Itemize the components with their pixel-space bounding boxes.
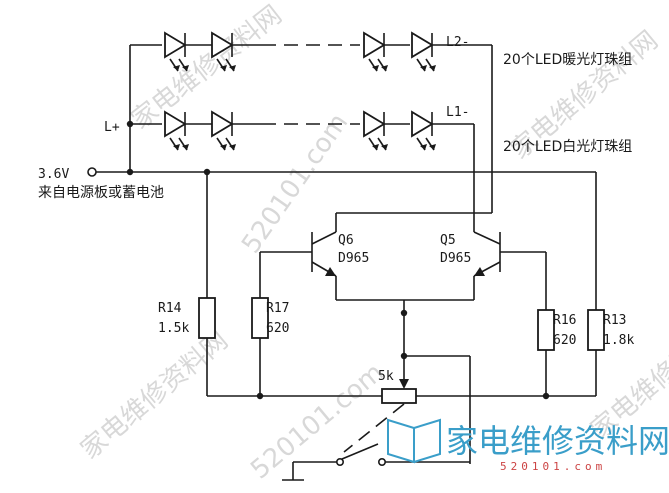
led-warm-20	[411, 32, 437, 72]
potentiometer-5k	[381, 356, 471, 464]
label-lplus: L+	[104, 120, 120, 135]
label-r17-val: 620	[266, 321, 289, 336]
resistor-r13	[587, 309, 605, 351]
lplus-node	[126, 120, 134, 128]
watermark-text-1: 家电维修资料网	[126, 0, 288, 136]
label-l1: L1-	[446, 105, 469, 120]
led-white-1	[164, 111, 190, 151]
brand-logo: 家电维修资料网 520101.com	[387, 418, 669, 473]
label-q5-part: D965	[440, 251, 471, 266]
watermark-layer: 家电维修资料网 520101.com 家电维修资料网 家电维修资料网 52010…	[75, 0, 669, 485]
label-warm-group: 20个LED暖光灯珠组	[503, 52, 632, 68]
led-white-19	[363, 111, 389, 151]
label-r14-val: 1.5k	[158, 321, 189, 336]
label-q6-part: D965	[338, 251, 369, 266]
label-voltage: 3.6V	[38, 167, 69, 182]
resistor-r16	[537, 309, 555, 351]
transistor-q6	[260, 231, 337, 300]
transistor-q5	[473, 231, 546, 300]
watermark-url-2: 520101.com	[245, 358, 389, 486]
label-r14: R14	[158, 301, 182, 316]
led-warm-19	[363, 32, 389, 72]
label-r17: R17	[266, 301, 289, 316]
label-source: 来自电源板或蓄电池	[38, 185, 164, 201]
label-r13-val: 1.8k	[603, 333, 634, 348]
led-white-20	[411, 111, 437, 151]
watermark-url-1: 520101.com	[236, 108, 354, 259]
label-l2: L2-	[446, 35, 469, 50]
ground-symbol	[282, 462, 304, 481]
label-r16-val: 620	[553, 333, 576, 348]
led-white-2	[211, 111, 237, 151]
label-q6: Q6	[338, 233, 354, 248]
switch	[293, 443, 470, 466]
pot-switch-link	[343, 403, 405, 453]
book-icon	[387, 418, 441, 464]
label-q5: Q5	[440, 233, 456, 248]
supply-terminal	[87, 167, 97, 177]
brand-url: 520101.com	[500, 460, 606, 473]
label-white-group: 20个LED白光灯珠组	[503, 139, 632, 155]
label-r16: R16	[553, 313, 576, 328]
label-pot: 5k	[378, 369, 394, 384]
brand-name: 家电维修资料网	[446, 422, 669, 460]
resistor-r14	[198, 297, 216, 339]
label-r13: R13	[603, 313, 626, 328]
